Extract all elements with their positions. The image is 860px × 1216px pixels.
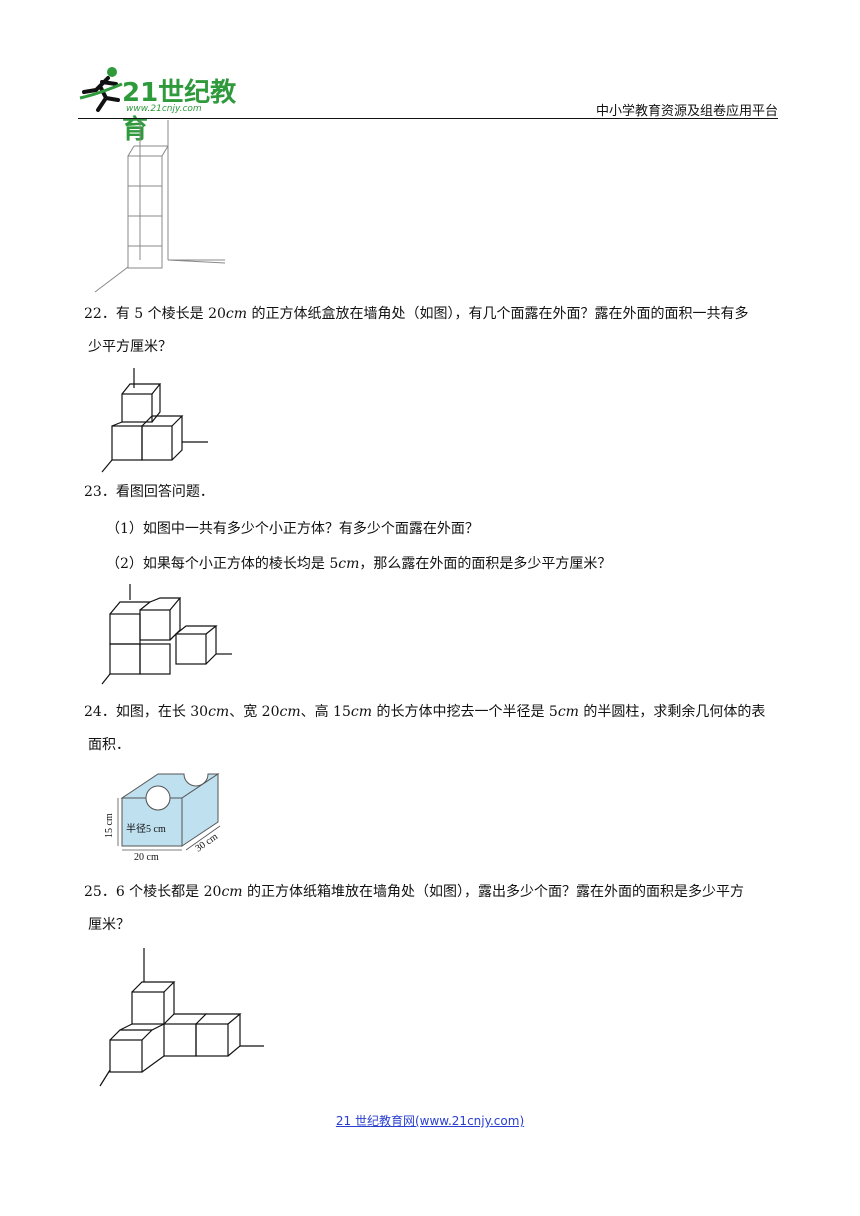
question-24: 24．如图，在长 30cm、宽 20cm、高 15cm 的长方体中挖去一个半径是… <box>84 704 766 753</box>
question-25: 25．6 个棱长都是 20cm 的正方体纸箱堆放在墙角处（如图），露出多少个面？… <box>84 884 745 933</box>
header-divider <box>78 118 778 119</box>
fig-label-width: 20 cm <box>134 852 159 863</box>
figure-q22-cubes <box>98 368 210 474</box>
question-23-part-1: （1）如图中一共有多少个小正方体？有多少个面露在外面？ <box>106 521 479 537</box>
question-number: 22． <box>84 306 116 322</box>
figure-q23-cubes <box>100 584 234 686</box>
question-23-part-2: （2）如果每个小正方体的棱长均是 5cm，那么露在外面的面积是多少平方厘米？ <box>106 556 612 572</box>
logo-brand: 21世纪教育 <box>122 78 237 145</box>
page-header: 21世纪教育 www.21cnjy.com 中小学教育资源及组卷应用平台 <box>78 64 778 145</box>
logo-url: www.21cnjy.com <box>126 104 202 114</box>
figure-cube-column <box>90 120 230 296</box>
platform-title: 中小学教育资源及组卷应用平台 <box>595 104 778 119</box>
runner-icon <box>79 67 123 112</box>
question-number: 25． <box>84 884 116 900</box>
logo: 21世纪教育 www.21cnjy.com <box>78 64 258 145</box>
figure-q24-solid: 15 cm 半径5 cm 20 cm 30 cm <box>100 768 234 864</box>
fig-label-radius: 半径5 cm <box>126 822 166 835</box>
figure-q25-cubes <box>98 948 266 1090</box>
question-23: 23．看图回答问题． <box>84 484 214 500</box>
question-number: 24． <box>84 704 116 720</box>
fig-label-height: 15 cm <box>104 813 115 838</box>
footer-link[interactable]: 21 世纪教育网(www.21cnjy.com) <box>335 1114 525 1128</box>
question-number: 23． <box>84 484 116 500</box>
question-22: 22．有 5 个棱长是 20cm 的正方体纸盒放在墙角处（如图），有几个面露在外… <box>84 306 749 355</box>
